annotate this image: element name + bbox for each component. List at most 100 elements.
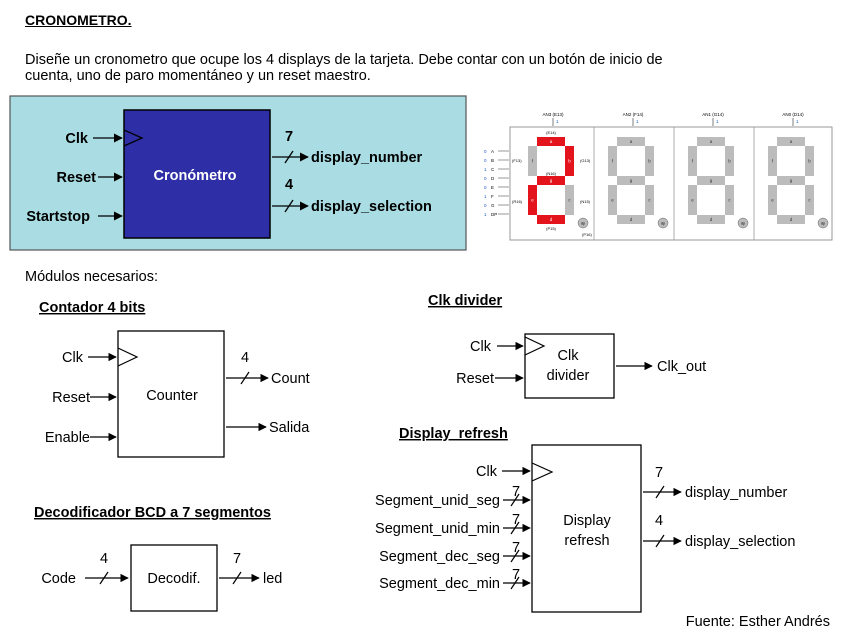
main-reset-label: Reset <box>57 170 97 186</box>
segment-letter: b <box>648 159 651 164</box>
refresh-display-selection-slash <box>655 534 665 548</box>
anode-num: 1 <box>716 119 719 124</box>
segment-letter: f <box>532 159 534 164</box>
clkdiv-clk-label: Clk <box>470 339 492 355</box>
seg-row-num: 0 <box>484 176 487 181</box>
segment-a <box>777 137 805 146</box>
refresh-clock-triangle <box>531 462 554 482</box>
anode-num: 1 <box>556 119 559 124</box>
segment-letter: a <box>550 139 553 144</box>
seg-row-num: 1 <box>484 194 487 199</box>
refresh-display-selection-width: 4 <box>655 513 663 529</box>
main-startstop-label: Startstop <box>26 209 90 225</box>
refresh-in-slash <box>510 549 520 563</box>
anode-label: AN0 (D14) <box>782 112 804 117</box>
segment-letter: dp <box>661 221 666 226</box>
cronometro-label: Cronómetro <box>154 168 237 184</box>
segment-e <box>608 185 617 215</box>
seg-row-num: 0 <box>484 185 487 190</box>
segment-d <box>617 215 645 224</box>
counter-module: Contador 4 bits Counter Clk Reset Enable… <box>39 300 310 458</box>
seg-row-seg: DP <box>491 212 497 217</box>
description-line-1: Diseñe un cronometro que ocupe los 4 dis… <box>25 52 663 68</box>
counter-reset-label: Reset <box>52 390 90 406</box>
refresh-in-width: 7 <box>512 512 520 528</box>
segment-e <box>528 185 537 215</box>
segment-f <box>608 146 617 176</box>
clkdiv-heading: Clk divider <box>428 293 502 309</box>
description-line-2: cuenta, uno de paro momentáneo y un rese… <box>25 68 371 84</box>
refresh-in-slash <box>510 576 520 590</box>
refresh-display-number-slash <box>655 485 665 499</box>
segment-dp <box>577 217 589 229</box>
seg-row-num: 0 <box>484 158 487 163</box>
segment-letter: f <box>772 159 774 164</box>
segment-c <box>645 185 654 215</box>
refresh-heading: Display_refresh <box>399 426 508 442</box>
segment-letter: a <box>790 139 793 144</box>
anode-num: 1 <box>796 119 799 124</box>
seg-row-seg: C <box>491 167 495 172</box>
display-refresh-module: Display_refresh Display refresh Clk 7 Se… <box>375 426 795 613</box>
main-diagram: Cronómetro Clk Reset Startstop 7 display… <box>9 95 467 251</box>
segment-letter: e <box>691 198 694 203</box>
refresh-in-width: 7 <box>512 540 520 556</box>
counter-enable-label: Enable <box>45 430 90 446</box>
counter-count-slash <box>240 371 250 385</box>
counter-clock-triangle <box>117 347 139 367</box>
segment-letter: a <box>710 139 713 144</box>
segment-c <box>805 185 814 215</box>
seg-row-num: 1 <box>484 212 487 217</box>
segment-f <box>768 146 777 176</box>
segment-d <box>697 215 725 224</box>
segment-letter: b <box>568 159 571 164</box>
segment-b <box>805 146 814 176</box>
segment-letter: a <box>630 139 633 144</box>
counter-block <box>117 330 225 458</box>
segment-a <box>537 137 565 146</box>
segment-e <box>768 185 777 215</box>
counter-heading: Contador 4 bits <box>39 300 145 316</box>
counter-count-width: 4 <box>241 350 249 366</box>
refresh-display-number-label: display_number <box>685 485 788 501</box>
counter-clk-label: Clk <box>62 350 84 366</box>
segment-letter: d <box>550 217 553 222</box>
seg-row-seg: B <box>491 158 494 163</box>
refresh-in-slash <box>510 493 520 507</box>
refresh-in-slash <box>510 521 520 535</box>
decoder-heading: Decodificador BCD a 7 segmentos <box>34 505 271 521</box>
pin-label: (G13) <box>580 158 591 163</box>
segment-dp <box>657 217 669 229</box>
pin-label: (P15) <box>546 226 556 231</box>
segment-letter: c <box>568 198 571 203</box>
refresh-in-width: 7 <box>512 567 520 583</box>
main-display-number-slash <box>284 150 294 164</box>
pin-label: (P16) <box>582 232 592 237</box>
segment-letter: d <box>630 217 633 222</box>
main-display-selection-slash <box>284 199 294 213</box>
segment-letter: d <box>790 217 793 222</box>
decoder-in-width: 4 <box>100 551 108 567</box>
segment-g <box>537 176 565 185</box>
segment-f <box>688 146 697 176</box>
decoder-out-slash <box>232 571 242 585</box>
refresh-clk-label: Clk <box>476 464 498 480</box>
segment-d <box>537 215 565 224</box>
refresh-in-label: Segment_dec_min <box>379 576 500 592</box>
source-credit: Fuente: Esther Andrés <box>686 614 830 630</box>
description-text: Diseñe un cronometro que ocupe los 4 dis… <box>25 52 825 84</box>
anode-label: AN3 (E13) <box>542 112 564 117</box>
segment-letter: c <box>808 198 811 203</box>
seg-row-seg: A <box>491 149 494 154</box>
anode-label: AN2 (F14) <box>623 112 644 117</box>
seg-row-num: 1 <box>484 167 487 172</box>
main-display-number-width: 7 <box>285 129 293 145</box>
seg-row-num: 0 <box>484 149 487 154</box>
segment-a <box>617 137 645 146</box>
decoder-out-label: led <box>263 571 282 587</box>
decoder-block <box>130 544 218 612</box>
anode-num: 1 <box>636 119 639 124</box>
segment-letter: dp <box>741 221 746 226</box>
segment-letter: b <box>808 159 811 164</box>
segment-letter: f <box>612 159 614 164</box>
